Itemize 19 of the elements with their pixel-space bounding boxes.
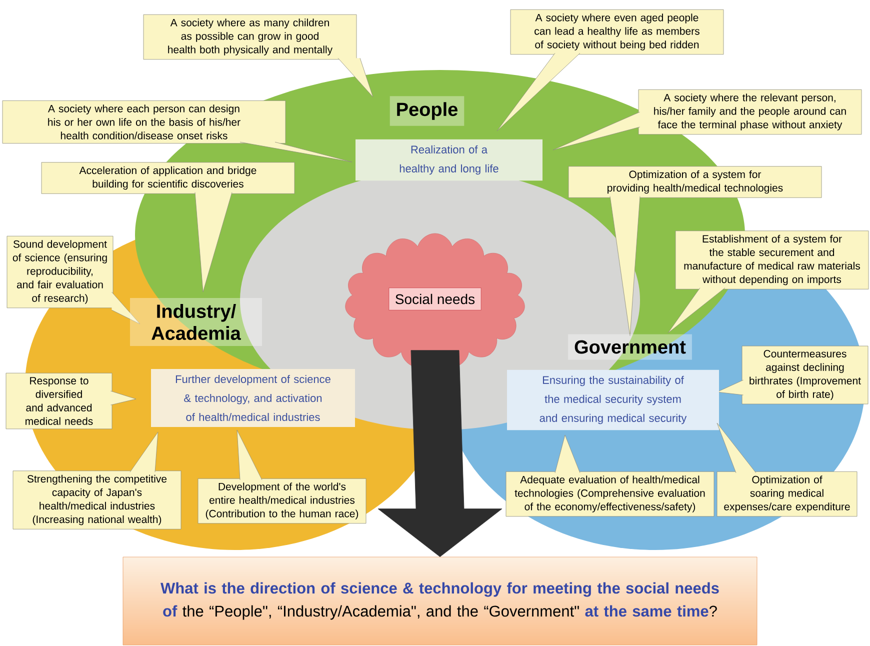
speech-bubble: Response to diversified and advanced medical needs — [6, 372, 136, 430]
speech-bubble: A society where each person can design his or her own life on the basis of his/her health condition/disease onset risks — [2, 100, 352, 162]
speech-bubble: Adequate evaluation of health/medical technologies (Comprehensive evaluation of the economy/effectiveness/safety) — [506, 434, 714, 517]
question-box: What is the direction of science & technology for meeting the social needs of the “People", “Industry/Academia", and the “Government" at the same time? — [122, 556, 758, 646]
speech-bubble: Development of the world's entire health/medical industries (Contribution to the human race) — [198, 430, 366, 524]
speech-bubble: Establishment of a system for the stable securement and manufacture of medical raw materials without depending on imports — [668, 230, 869, 334]
sector-heading: Industry/ Academia — [130, 298, 262, 346]
speech-bubble: Strengthening the competitive capacity of Japan's health/medical industries (Increasing national wealth) — [12, 432, 182, 530]
speech-bubble: Sound development of science (ensuring reproducibility, and fair evaluation of research) — [6, 236, 140, 324]
speech-bubble: Optimization of soaring medical expenses/care expenditure — [716, 422, 858, 517]
down-arrow — [378, 350, 502, 557]
sector-heading: Government — [568, 334, 692, 360]
speech-bubble: A society where the relevant person, his/her family and the people around can face the terminal phase without anxiety — [552, 89, 862, 150]
speech-bubble: A society where as many children as possible can grow in good health both physically and mentally — [143, 14, 374, 98]
goal-box: Further development of science & technology, and activation of health/medical industries — [151, 368, 355, 428]
goal-box: Ensuring the sustainability of the medical security system and ensuring medical security — [507, 370, 719, 430]
goal-box: Realization of a healthy and long life — [356, 139, 542, 181]
speech-bubble: Countermeasures against declining birthrates (Improvement of birth rate) — [716, 346, 868, 404]
sector-heading: People — [390, 96, 464, 126]
